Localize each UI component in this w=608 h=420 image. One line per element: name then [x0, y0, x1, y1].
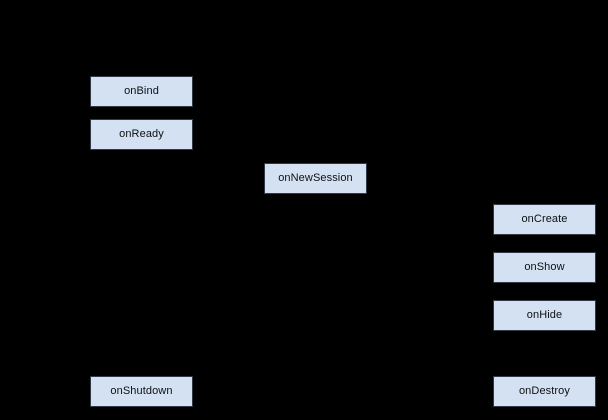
- node-label-on-create: onCreate: [521, 213, 568, 225]
- node-label-on-new-session: onNewSession: [278, 172, 353, 184]
- node-on-create[interactable]: onCreate: [493, 204, 596, 235]
- node-on-hide[interactable]: onHide: [493, 300, 596, 331]
- node-label-on-bind: onBind: [124, 85, 159, 97]
- node-label-on-shutdown: onShutdown: [110, 385, 173, 397]
- node-label-on-destroy: onDestroy: [518, 385, 571, 397]
- node-on-new-session[interactable]: onNewSession: [264, 163, 367, 194]
- node-label-on-ready: onReady: [119, 128, 164, 140]
- node-on-shutdown[interactable]: onShutdown: [90, 376, 193, 407]
- node-on-bind[interactable]: onBind: [90, 76, 193, 107]
- node-on-destroy[interactable]: onDestroy: [493, 376, 596, 407]
- node-label-on-hide: onHide: [526, 309, 563, 321]
- node-on-ready[interactable]: onReady: [90, 119, 193, 150]
- node-on-show[interactable]: onShow: [493, 252, 596, 283]
- node-label-on-show: onShow: [524, 261, 565, 273]
